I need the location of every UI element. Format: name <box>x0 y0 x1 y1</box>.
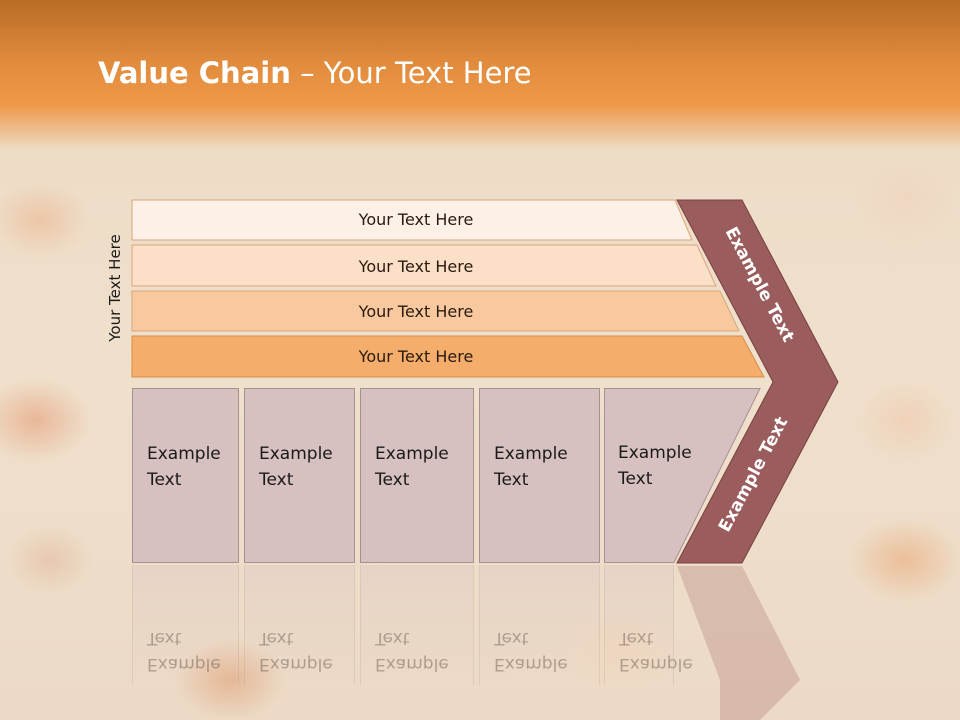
example-box-4[interactable]: Example Text <box>479 388 600 563</box>
bar-4[interactable] <box>131 335 765 378</box>
bar-1-label: Your Text Here <box>358 210 474 229</box>
bar-4-label: Your Text Here <box>358 347 474 366</box>
title-rest: – Your Text Here <box>290 56 532 90</box>
reflection-box-text: Example Text <box>494 628 568 674</box>
example-box-2[interactable]: Example Text <box>244 388 355 563</box>
example-box-5-text: Example Text <box>618 443 692 489</box>
reflection-box: Example Text <box>244 565 355 685</box>
reflection-box-text: Example Text <box>259 628 333 674</box>
example-box-4-text: Example Text <box>494 444 568 490</box>
boxes-reflection: Example Text Example Text Example Text E… <box>0 565 960 720</box>
bar-1[interactable] <box>131 199 693 241</box>
bar-3[interactable] <box>131 290 740 332</box>
reflection-box: Example Text <box>132 565 239 685</box>
slide-title: Value Chain – Your Text Here <box>98 56 532 90</box>
reflection-box: Example Text <box>360 565 474 685</box>
example-box-1[interactable]: Example Text <box>132 388 239 563</box>
header-band <box>0 0 960 150</box>
example-box-5[interactable]: Example Text <box>604 388 761 563</box>
reflection-box-text: Example Text <box>375 628 449 674</box>
example-box-3-text: Example Text <box>375 444 449 490</box>
reflection-box: Example Text <box>604 565 693 685</box>
bar-2-label: Your Text Here <box>358 257 474 276</box>
chevron-reflection <box>677 566 800 720</box>
reflection-box-text: Example Text <box>147 628 221 674</box>
example-box-2-text: Example Text <box>259 444 333 490</box>
example-box-3[interactable]: Example Text <box>360 388 474 563</box>
example-box-5-shape <box>604 388 761 563</box>
reflection-box: Example Text <box>479 565 600 685</box>
bar-3-label: Your Text Here <box>358 302 474 321</box>
example-box-1-text: Example Text <box>147 444 221 490</box>
bar-2[interactable] <box>131 244 717 287</box>
chevron-arrow[interactable] <box>676 199 839 564</box>
title-bold: Value Chain <box>98 56 291 90</box>
reflection-box-text: Example Text <box>619 628 693 674</box>
